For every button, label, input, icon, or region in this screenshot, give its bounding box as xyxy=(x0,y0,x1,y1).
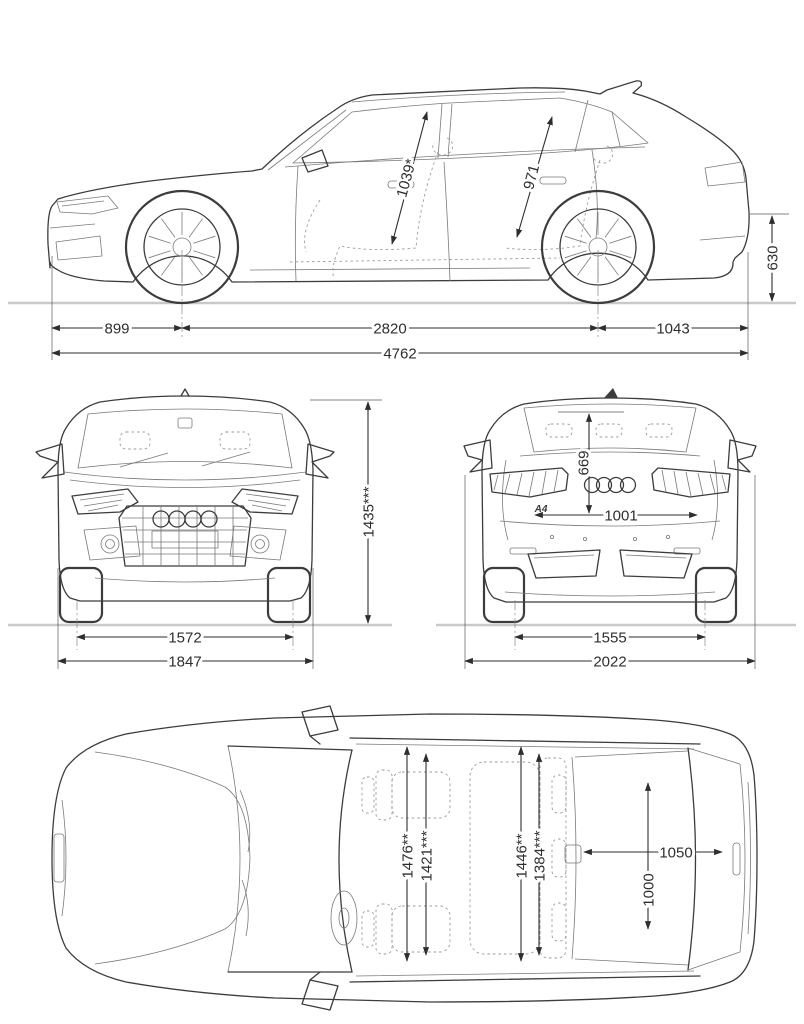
dim-front-shoulder: 1421*** xyxy=(415,753,438,956)
dim-luggage-width: 1000 xyxy=(637,782,660,930)
roof-rear-edge xyxy=(687,747,697,971)
rear-window xyxy=(523,403,697,453)
rear-view-car-drawing: A4 xyxy=(463,388,757,624)
rear-seat-dashed xyxy=(592,145,614,164)
front-view: 1435*** 1572 1847 xyxy=(8,388,392,673)
headlight-right xyxy=(231,488,299,515)
front-left-tire xyxy=(58,566,104,624)
headlight-left xyxy=(71,488,139,515)
dim-length-group: 899 2820 1043 4762 xyxy=(51,250,749,365)
opening-width-label: 1001 xyxy=(604,507,637,524)
side-view: 1039* 971 630 899 2820 1043 4762 xyxy=(8,80,796,365)
headlight-side xyxy=(56,195,119,215)
cowl-line xyxy=(227,745,241,973)
dim-rear-track: 1555 xyxy=(514,600,706,650)
audi-rings-front-icon xyxy=(152,510,218,528)
rear-shoulder-label: 1384*** xyxy=(531,830,548,881)
front-shoulder-label: 1421*** xyxy=(418,830,435,881)
tailgate-edge xyxy=(739,763,746,953)
rear-track-label: 1555 xyxy=(593,629,626,646)
headrest-right xyxy=(219,431,251,450)
body-width-label: 1847 xyxy=(168,653,201,670)
headrest-left xyxy=(119,431,151,450)
diffuser xyxy=(527,549,693,579)
tailgate-rings-icon xyxy=(732,842,741,876)
opening-height-label: 669 xyxy=(575,450,592,475)
model-badge: A4 xyxy=(534,504,548,515)
taillight-side xyxy=(704,161,746,187)
dim-width-mirrors: 2022 xyxy=(464,475,756,673)
luggage-width-label: 1000 xyxy=(640,873,657,906)
front-right-tire xyxy=(266,566,312,624)
front-view-car-drawing xyxy=(35,388,335,624)
rear-antenna-fin xyxy=(604,388,618,398)
rear-overhang-label: 1043 xyxy=(656,320,689,337)
top-view: 1476** 1421*** 1446** 1384*** 1050 1000 xyxy=(51,705,758,1011)
dim-opening-height: 669 xyxy=(558,411,624,514)
front-mirror-left xyxy=(35,443,65,479)
front-grille xyxy=(118,505,252,567)
dim-overall-height: 1435*** xyxy=(310,399,382,624)
width-mirrors-label: 2022 xyxy=(593,653,626,670)
floor-latch xyxy=(564,844,582,864)
dim-loading-height: 630 xyxy=(750,213,789,302)
wipers-top xyxy=(239,789,251,937)
luggage-length-label: 1050 xyxy=(659,844,692,861)
side-view-car-drawing xyxy=(47,80,750,305)
front-mirror-right xyxy=(305,443,335,479)
front-overhang-label: 899 xyxy=(104,320,129,337)
front-elbow-label: 1476** xyxy=(399,833,416,878)
audi-rings-rear-icon xyxy=(583,476,637,494)
front-seat-dashed xyxy=(432,137,454,156)
seatback-line xyxy=(571,756,577,960)
dim-rear-elbow: 1446** xyxy=(510,746,533,962)
roof-antenna xyxy=(180,388,190,397)
front-grille-top xyxy=(53,833,65,883)
wipers xyxy=(119,451,251,468)
top-mirror-left xyxy=(301,705,339,745)
front-track-label: 1572 xyxy=(168,629,201,646)
fog-light-left xyxy=(100,534,120,554)
overall-length-label: 4762 xyxy=(383,345,416,362)
dim-front-elbow: 1476** xyxy=(396,746,419,962)
dim-front-track: 1572 xyxy=(76,600,294,650)
license-plate-mount xyxy=(151,530,219,549)
front-seats-dashed xyxy=(361,769,451,955)
front-headroom-label: 1039* xyxy=(393,157,420,199)
dim-luggage-length: 1050 xyxy=(583,841,723,864)
top-view-car-drawing xyxy=(51,705,758,1011)
wheelbase-label: 2820 xyxy=(373,320,406,337)
rear-view: A4 669 1001 1555 xyxy=(436,388,796,673)
rear-headroom-label: 971 xyxy=(520,163,543,192)
rear-bench-dashed xyxy=(469,757,567,959)
side-mirror xyxy=(301,149,329,173)
rear-mirror-right xyxy=(727,439,757,473)
rear-elbow-label: 1446** xyxy=(513,833,530,878)
loading-height-label: 630 xyxy=(764,245,781,270)
dim-opening-width: 1001 xyxy=(534,504,698,527)
dim-rear-shoulder: 1384*** xyxy=(528,753,551,956)
dim-body-width: 1847 xyxy=(57,568,314,673)
rear-wheel xyxy=(540,189,656,305)
rear-right-tire xyxy=(694,566,738,624)
taillight-left xyxy=(489,467,569,498)
rear-left-tire xyxy=(482,566,526,624)
door-handle-rear xyxy=(539,176,567,185)
dim-front-headroom: 1039* xyxy=(390,111,428,245)
overall-height-label: 1435*** xyxy=(360,486,377,537)
rear-mirror-left xyxy=(463,439,493,473)
reflector-left xyxy=(509,547,537,555)
top-mirror-right xyxy=(301,971,339,1011)
fog-light-right xyxy=(250,534,270,554)
rearview-mirror xyxy=(177,417,193,429)
front-wheel xyxy=(124,189,240,305)
roof-front-edge xyxy=(338,749,353,973)
steering-wheel xyxy=(330,890,358,946)
taillight-right xyxy=(651,467,731,498)
